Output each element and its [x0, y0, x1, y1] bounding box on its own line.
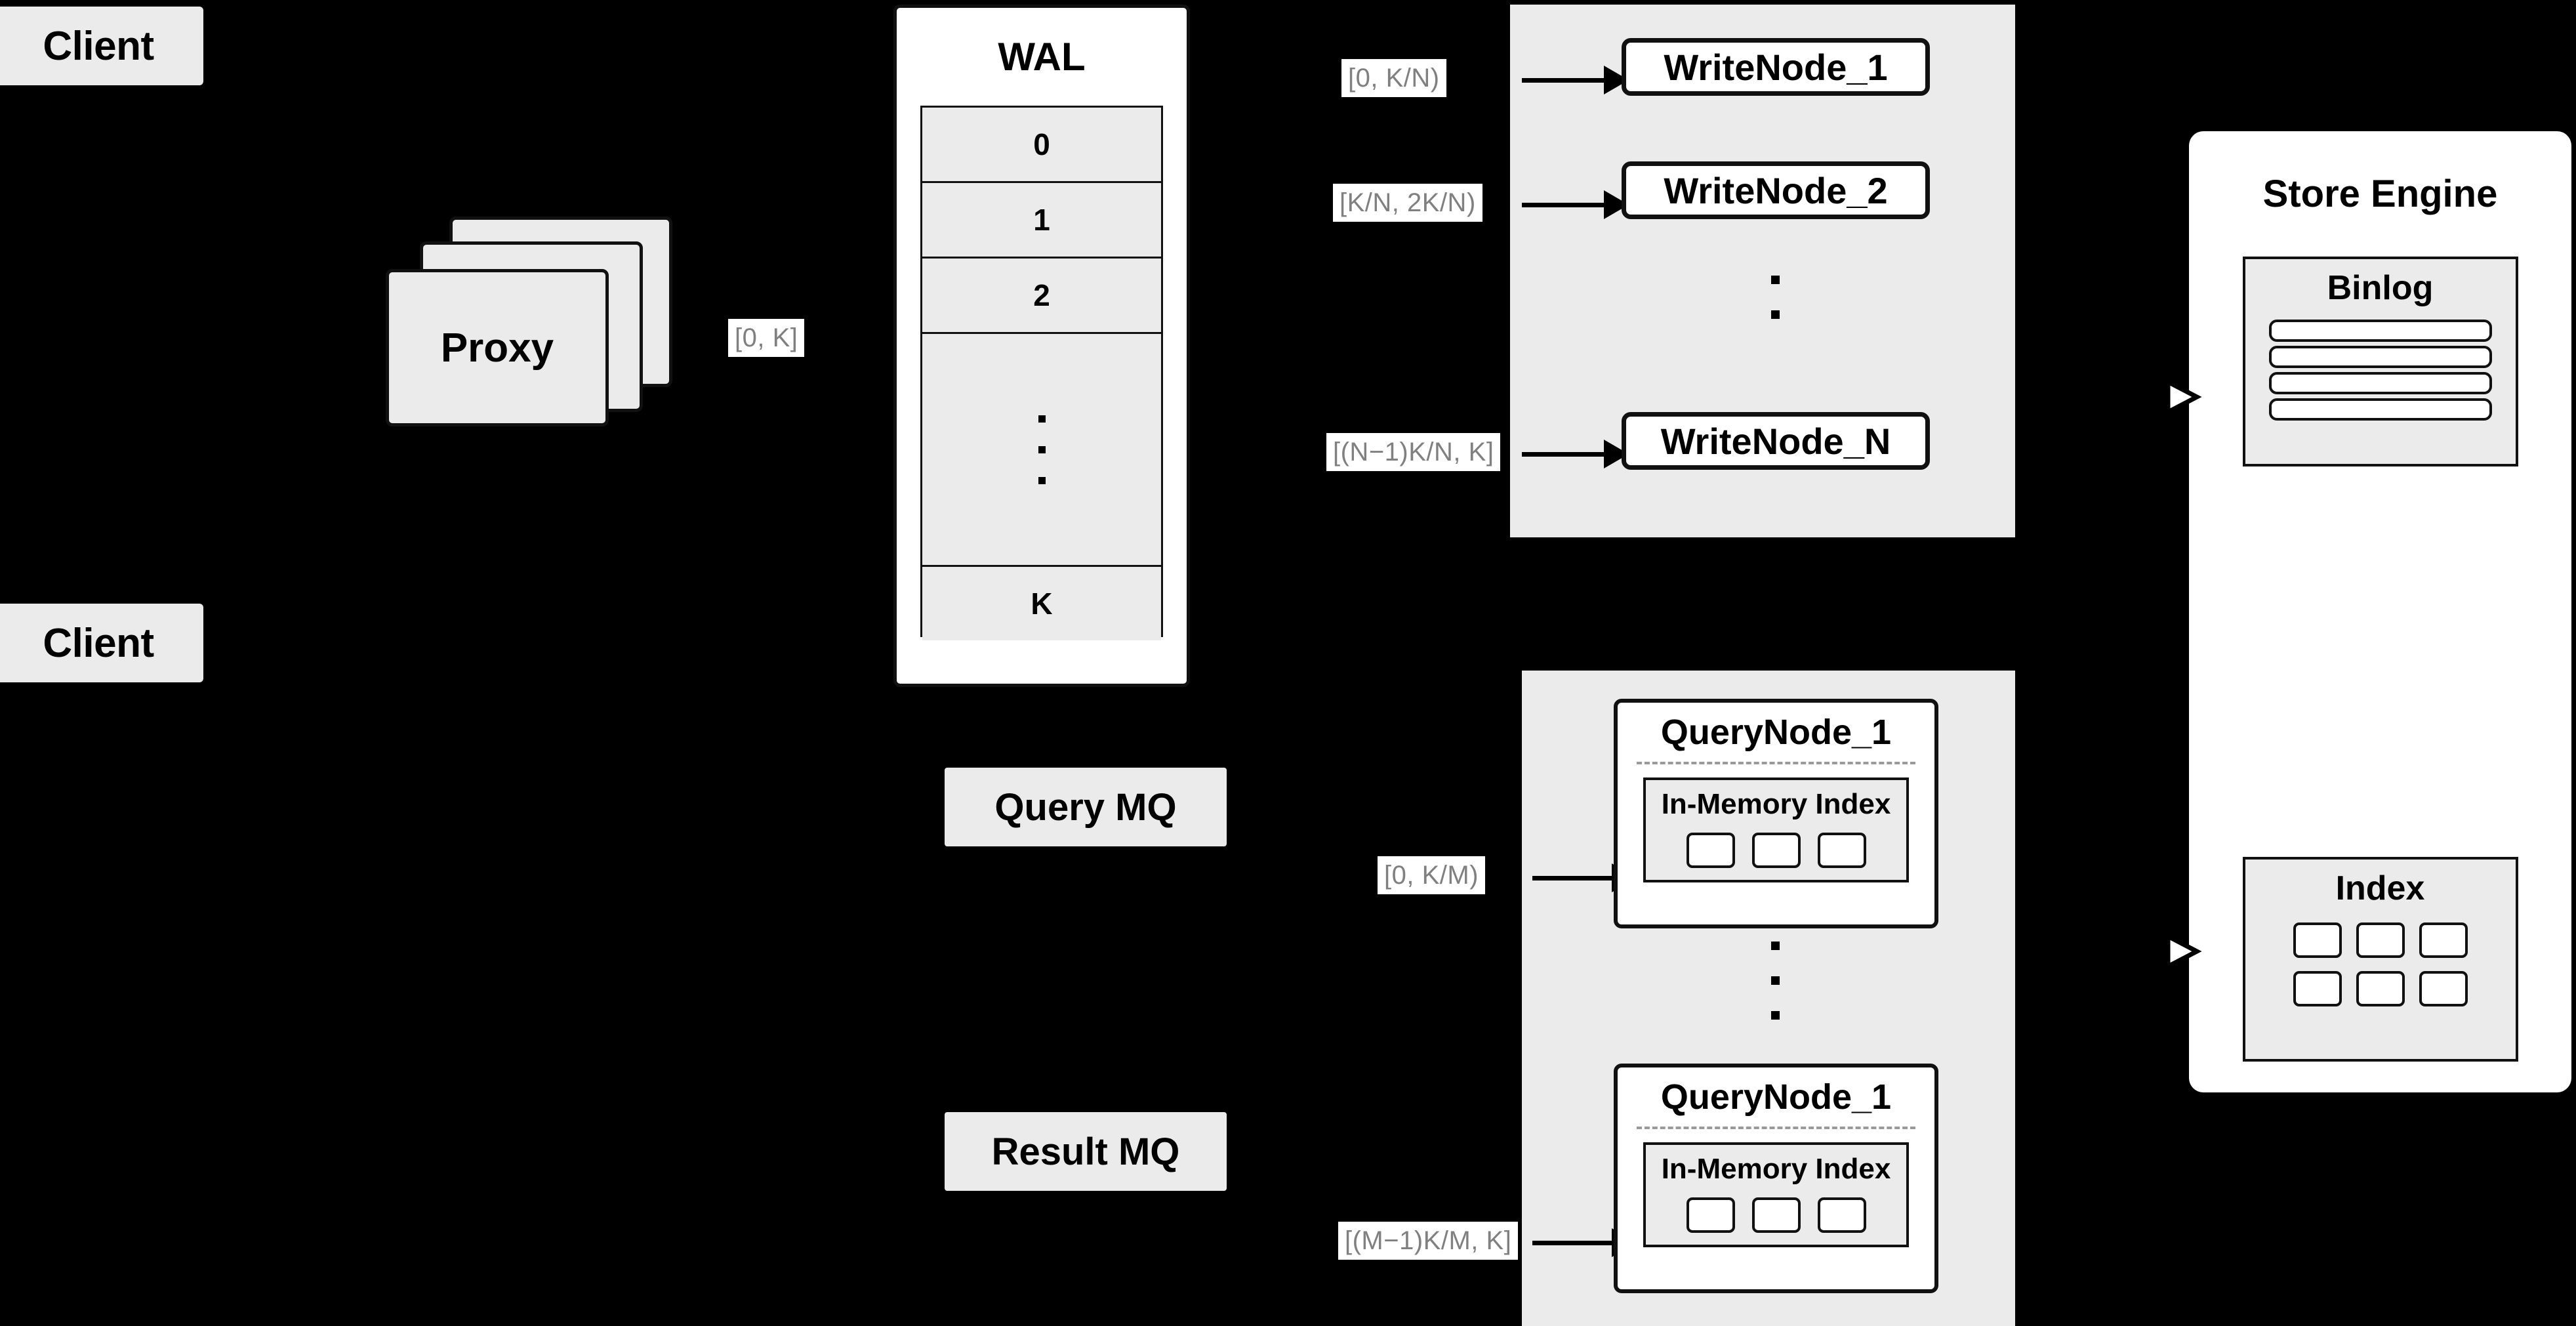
- write-node-1-label: WriteNode_1: [1664, 46, 1888, 88]
- binlog-title: Binlog: [2327, 269, 2434, 307]
- query-node-m-box[interactable]: QueryNode_1 In-Memory Index: [1614, 1064, 1938, 1293]
- query-mq-label: Query MQ: [994, 785, 1177, 829]
- binlog-row: [2268, 372, 2492, 394]
- result-mq-box[interactable]: Result MQ: [945, 1112, 1227, 1191]
- index-cell: [1751, 1197, 1801, 1233]
- wal-title: WAL: [998, 35, 1086, 79]
- query-node-1-range-label: [0, K/M): [1378, 856, 1486, 894]
- query-node-m-index-title: In-Memory Index: [1661, 1153, 1891, 1185]
- client-label-1: Client: [43, 23, 154, 69]
- index-cell: [2293, 971, 2342, 1006]
- ellipsis-dot: [1771, 1011, 1780, 1020]
- arrow-to-write-node-n: [1522, 440, 1629, 468]
- index-cell: [2356, 922, 2405, 958]
- query-node-m-index-cells: [1686, 1197, 1866, 1233]
- store-engine-title: Store Engine: [2262, 173, 2498, 215]
- wal-row: 2: [922, 259, 1161, 334]
- binlog-row: [2268, 320, 2492, 342]
- query-node-1-label: QueryNode_1: [1660, 713, 1892, 752]
- binlog-row: [2268, 398, 2492, 421]
- write-node-n-box[interactable]: WriteNode_N: [1622, 412, 1930, 470]
- wal-row: K: [922, 567, 1161, 640]
- proxy-label: Proxy: [440, 325, 554, 371]
- query-node-m-label: QueryNode_1: [1660, 1077, 1892, 1117]
- index-cell: [1751, 833, 1801, 868]
- client-box-2[interactable]: Client: [0, 604, 203, 682]
- index-cell: [1686, 1197, 1735, 1233]
- query-node-1-index-cells: [1686, 833, 1866, 868]
- wal-row-ellipsis: [922, 334, 1161, 567]
- store-index-grid: [2293, 922, 2468, 1006]
- arrow-to-store-index: [2129, 932, 2202, 970]
- write-node-2-range-label: [K/N, 2K/N): [1333, 184, 1482, 222]
- write-node-2-box[interactable]: WriteNode_2: [1622, 161, 1930, 219]
- ellipsis-dot: [1771, 310, 1780, 319]
- write-node-n-range-label: [(N−1)K/N, K]: [1326, 433, 1501, 471]
- client-label-2: Client: [43, 620, 154, 666]
- index-cell: [1686, 833, 1735, 868]
- query-mq-box[interactable]: Query MQ: [945, 768, 1227, 846]
- ellipsis-dot: [1771, 942, 1780, 950]
- ellipsis-dot: [1038, 415, 1046, 423]
- binlog-row: [2268, 346, 2492, 368]
- query-node-m-index-panel: In-Memory Index: [1643, 1142, 1910, 1247]
- wal-row: 0: [922, 108, 1161, 183]
- result-mq-label: Result MQ: [991, 1130, 1180, 1173]
- index-cell: [2419, 922, 2468, 958]
- index-cell: [2293, 922, 2342, 958]
- ellipsis-dot: [1771, 276, 1780, 284]
- arrow-to-binlog: [2129, 378, 2202, 416]
- index-cell: [1817, 833, 1866, 868]
- index-cell: [1817, 1197, 1866, 1233]
- query-node-1-index-title: In-Memory Index: [1661, 788, 1891, 820]
- query-node-1-divider: [1636, 762, 1916, 764]
- ellipsis-dot: [1038, 476, 1046, 484]
- query-node-1-index-panel: In-Memory Index: [1643, 777, 1910, 882]
- store-engine-panel: Store Engine Binlog Index: [2189, 131, 2571, 1092]
- ellipsis-dot: [1038, 445, 1046, 453]
- binlog-panel: Binlog: [2242, 257, 2518, 466]
- write-node-1-box[interactable]: WriteNode_1: [1622, 38, 1930, 96]
- write-group-ellipsis: [1771, 276, 1780, 319]
- wal-row: 1: [922, 183, 1161, 259]
- write-node-2-label: WriteNode_2: [1664, 169, 1888, 211]
- client-box-1[interactable]: Client: [0, 7, 203, 85]
- ellipsis-dot: [1771, 976, 1780, 985]
- query-node-m-divider: [1636, 1127, 1916, 1129]
- query-node-1-box[interactable]: QueryNode_1 In-Memory Index: [1614, 699, 1938, 928]
- query-node-m-range-label: [(M−1)K/M, K]: [1338, 1222, 1519, 1260]
- write-node-n-label: WriteNode_N: [1660, 420, 1891, 462]
- binlog-rows: [2268, 320, 2492, 421]
- proxy-box[interactable]: Proxy: [386, 269, 609, 426]
- proxy-output-range-label: [0, K]: [728, 319, 805, 357]
- arrow-to-write-node-2: [1522, 190, 1629, 219]
- store-index-title: Index: [2335, 869, 2425, 907]
- store-index-panel: Index: [2242, 857, 2518, 1062]
- index-cell: [2356, 971, 2405, 1006]
- index-cell: [2419, 971, 2468, 1006]
- wal-table: 0 1 2 K: [920, 106, 1163, 640]
- arrow-to-write-node-1: [1522, 66, 1629, 94]
- wal-panel: WAL 0 1 2 K: [893, 5, 1190, 687]
- write-node-1-range-label: [0, K/N): [1341, 59, 1446, 97]
- query-group-ellipsis: [1771, 942, 1780, 1020]
